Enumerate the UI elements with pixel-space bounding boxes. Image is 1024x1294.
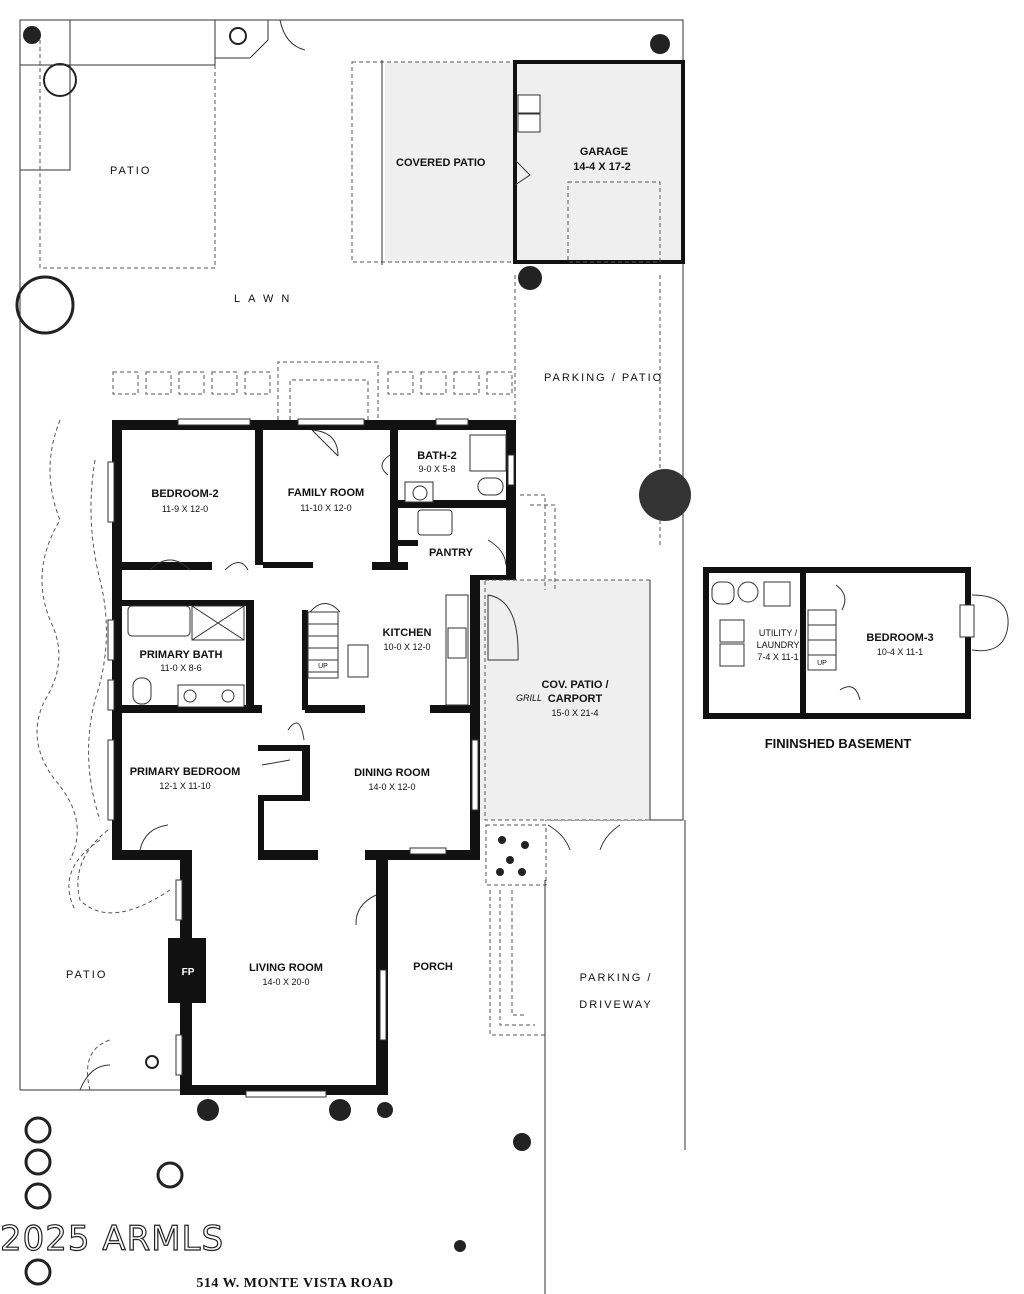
- house-walls: [112, 420, 516, 1095]
- primary-bath-label: PRIMARY BATH: [140, 649, 223, 661]
- patio-side-label: PATIO: [66, 969, 107, 981]
- family-room-label: FAMILY ROOM: [288, 487, 364, 499]
- garage-label: GARAGE: [580, 146, 628, 158]
- porch-label: PORCH: [413, 961, 453, 973]
- utility-size: 7-4 X 11-1: [757, 652, 798, 662]
- parking-driveway-label: PARKING /: [580, 972, 653, 984]
- utility-label: UTILITY /: [759, 628, 798, 638]
- cov-patio-carport-size: 15-0 X 21-4: [551, 708, 598, 718]
- bedroom3-label: BEDROOM-3: [866, 632, 933, 644]
- bath2-size: 9-0 X 5-8: [418, 464, 455, 474]
- garage-block: [351, 60, 685, 265]
- grill-label: GRILL: [516, 693, 542, 703]
- living-room-size: 14-0 X 20-0: [262, 977, 309, 987]
- fireplace-label: FP: [182, 967, 195, 978]
- bedroom2-label: BEDROOM-2: [151, 488, 218, 500]
- cov-patio-carport-label-2: CARPORT: [548, 693, 603, 705]
- carport: [480, 494, 651, 1036]
- bath2-label: BATH-2: [417, 450, 457, 462]
- living-room-label: LIVING ROOM: [249, 962, 323, 974]
- top-patio: [19, 19, 306, 269]
- utility-label-2: LAUNDRY: [757, 640, 800, 650]
- cov-patio-carport-label: COV. PATIO /: [541, 679, 608, 691]
- primary-bath-size: 11-0 X 8-6: [160, 663, 201, 673]
- basement-stairs-up-label: UP: [817, 660, 827, 667]
- main-stairs-up-label: UP: [318, 663, 328, 670]
- bedroom3-size: 10-4 X 11-1: [877, 647, 923, 657]
- side-garden: [36, 419, 171, 1091]
- patio-top-label: PATIO: [110, 165, 151, 177]
- garage-size: 14-4 X 17-2: [573, 161, 630, 173]
- lawn-label: LAWN: [234, 293, 297, 305]
- pantry-label: PANTRY: [429, 547, 474, 559]
- stepping-stones: [112, 275, 661, 545]
- covered-patio-label: COVERED PATIO: [396, 157, 486, 169]
- primary-bedroom-label: PRIMARY BEDROOM: [130, 766, 241, 778]
- parking-patio-label: PARKING / PATIO: [544, 372, 663, 384]
- main-stairs: [307, 611, 339, 673]
- basement-caption: FININSHED BASEMENT: [765, 736, 912, 751]
- windows: [107, 418, 515, 1098]
- dining-room-size: 14-0 X 12-0: [368, 782, 415, 792]
- kitchen-size: 10-0 X 12-0: [383, 642, 430, 652]
- bedroom2-size: 11-9 X 12-0: [162, 504, 208, 514]
- doors: [79, 429, 621, 1091]
- parking-driveway-label-2: DRIVEWAY: [579, 999, 652, 1011]
- plants: [15, 26, 691, 1286]
- finished-basement: [703, 567, 1009, 719]
- dining-room-label: DINING ROOM: [354, 767, 430, 779]
- primary-bedroom-size: 12-1 X 11-10: [159, 781, 210, 791]
- family-room-size: 11-10 X 12-0: [300, 503, 351, 513]
- kitchen-label: KITCHEN: [383, 627, 432, 639]
- address-label: 514 W. MONTE VISTA ROAD: [196, 1276, 393, 1291]
- watermark: 2025 ARMLS: [0, 1219, 224, 1259]
